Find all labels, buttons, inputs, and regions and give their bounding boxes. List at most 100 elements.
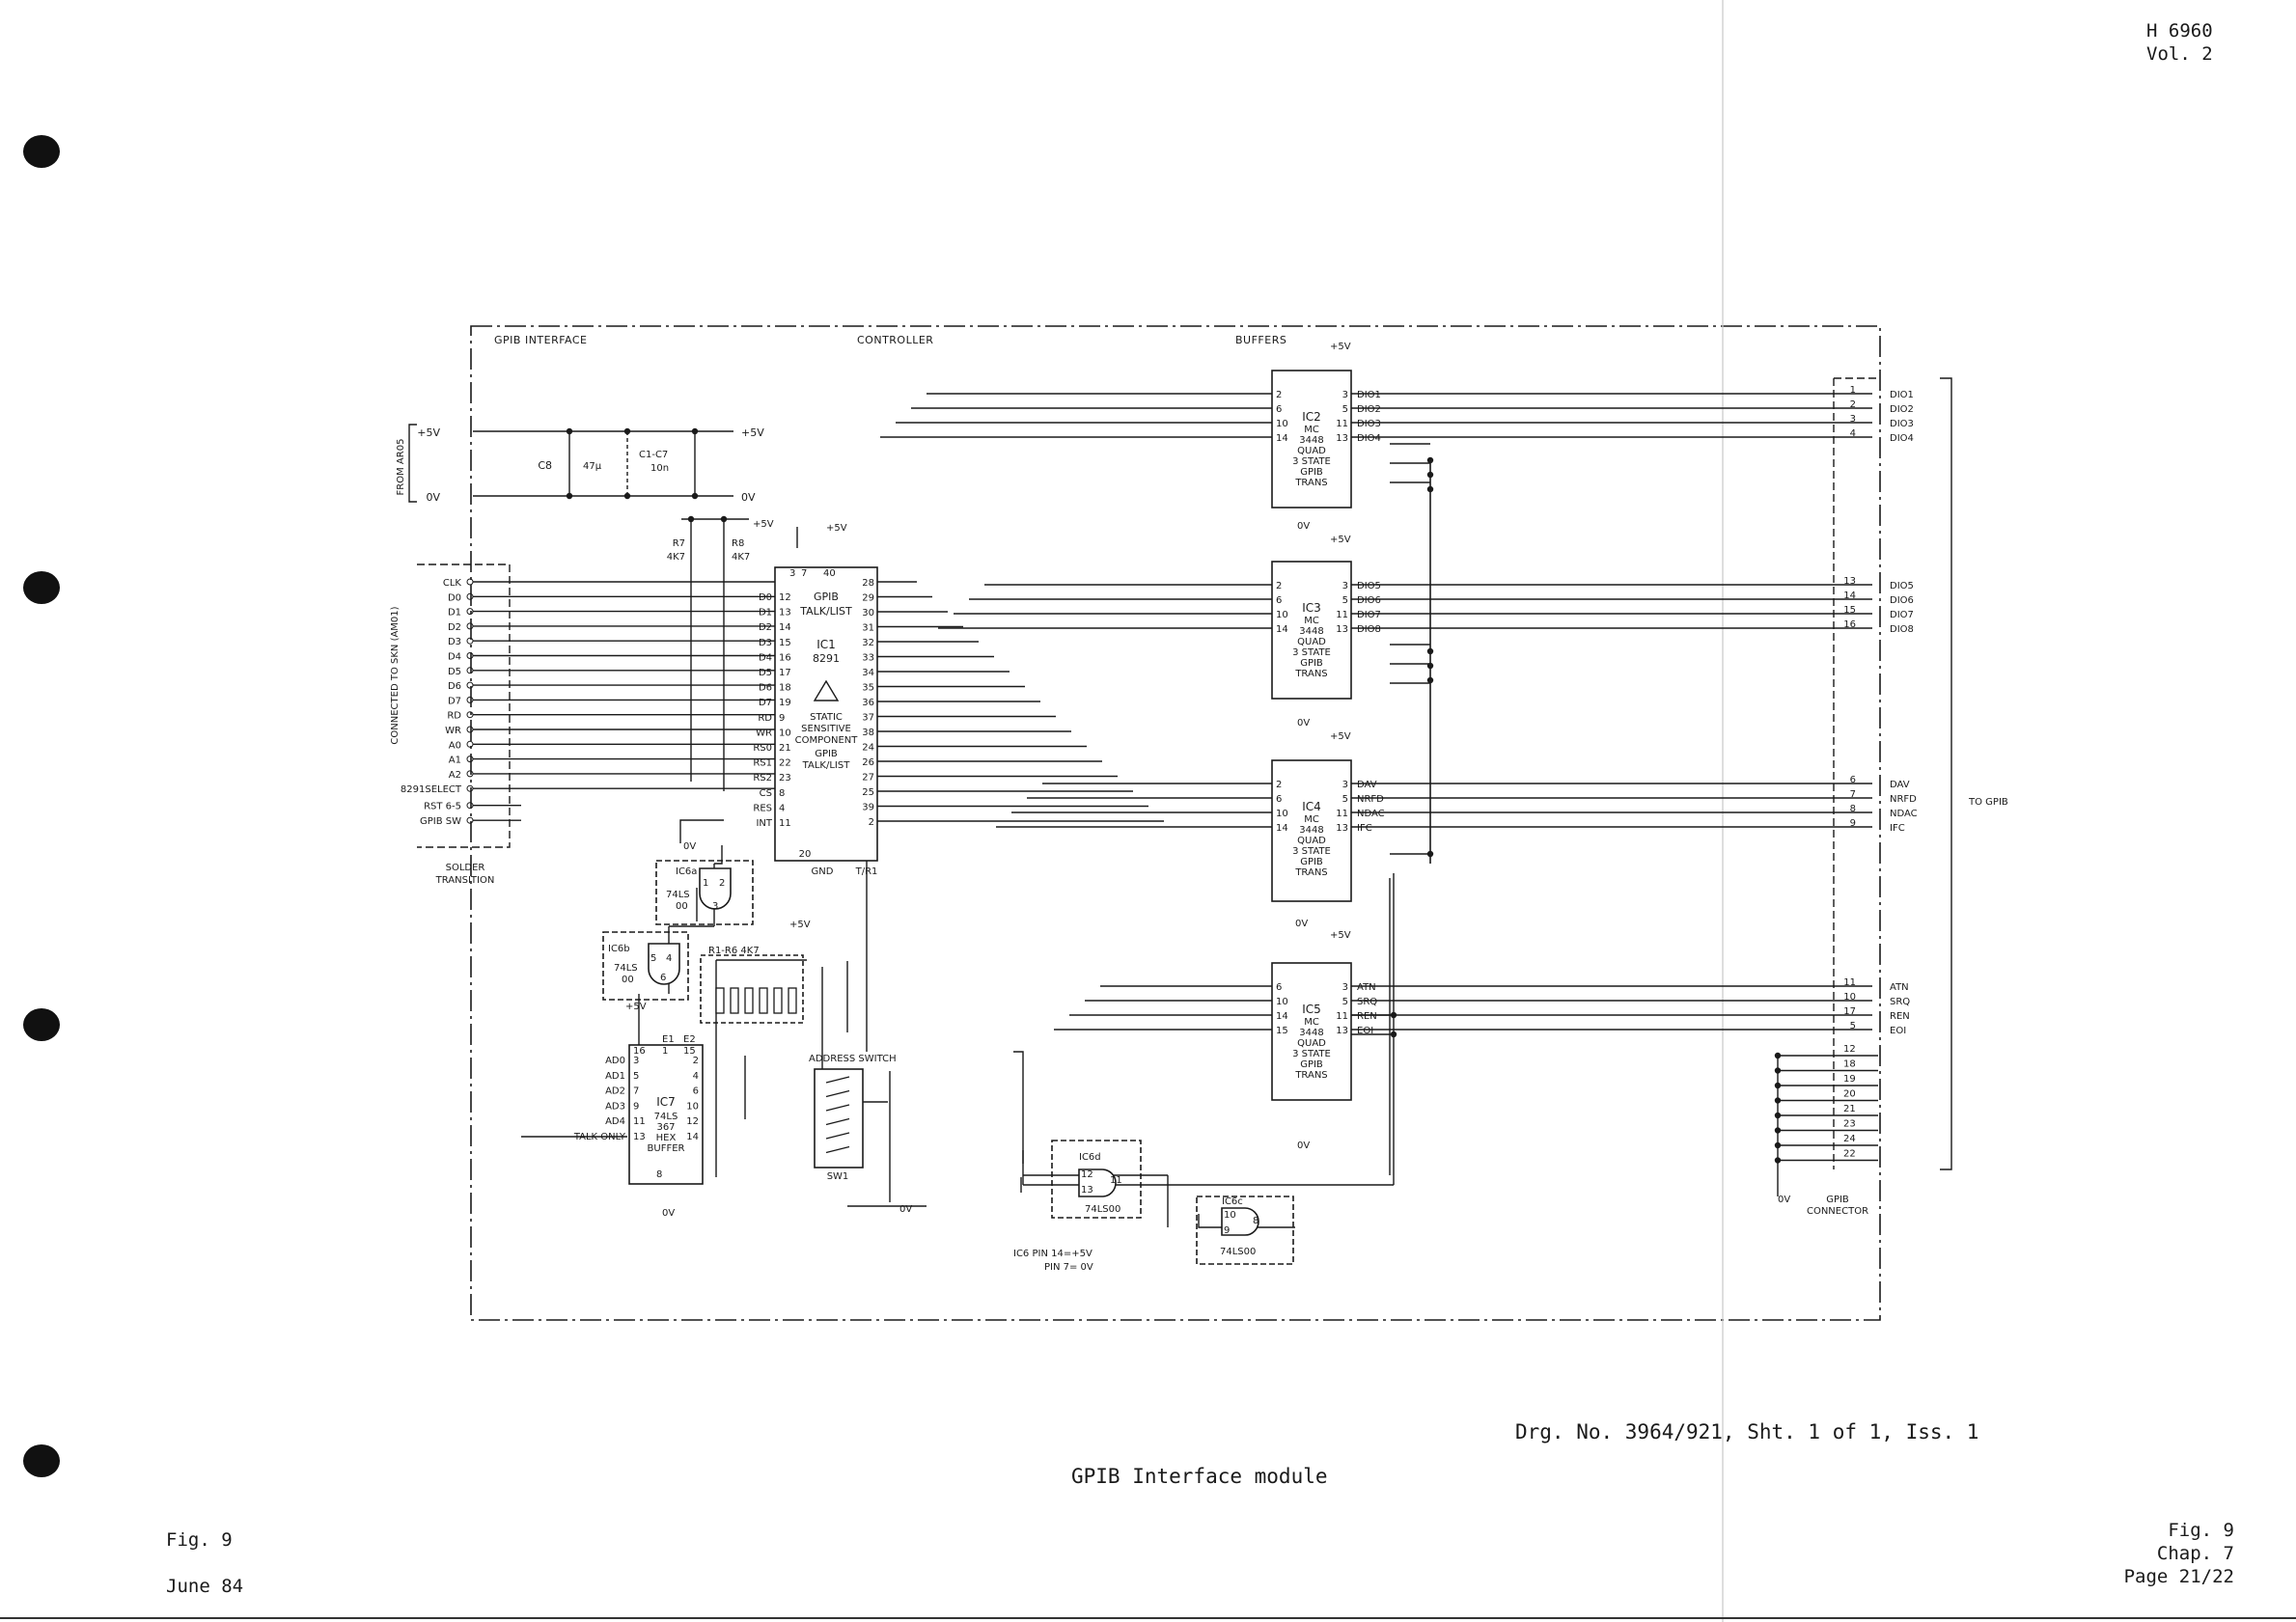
- footer-right: Fig. 9 Chap. 7 Page 21/22: [2124, 1519, 2234, 1588]
- buffer-out-pin: 11: [1336, 1011, 1348, 1022]
- buffer-part: 3448: [1299, 1028, 1323, 1038]
- buffer-mc: MC: [1304, 1017, 1319, 1028]
- r8-label: R8: [732, 538, 744, 549]
- buffer-out-pin: 11: [1336, 809, 1348, 819]
- ground-0v-label: 0V: [1297, 521, 1310, 532]
- gpib-ground-pin: 22: [1843, 1149, 1856, 1160]
- ic1-pin-number: 19: [779, 698, 791, 708]
- buffer-out-signal: DIO8: [1357, 624, 1381, 635]
- footer-right-page: Page 21/22: [2123, 1566, 2234, 1587]
- ic6c-pin: 10: [1224, 1210, 1236, 1221]
- ic7-buffer: BUFFER: [648, 1143, 685, 1154]
- buffer-3state: 3 STATE: [1292, 1049, 1331, 1059]
- ic6b-part2: 00: [622, 975, 634, 985]
- buffer-out-pin: 13: [1336, 823, 1348, 834]
- power-5v-left: +5V: [417, 426, 440, 439]
- ic1-pin-signal: RS1: [753, 758, 772, 769]
- ic1-pin20: 20: [799, 849, 812, 860]
- ic6c-pin: 8: [1253, 1216, 1259, 1226]
- buffer-ref: IC2: [1302, 410, 1321, 424]
- junction-dot: [1774, 1082, 1782, 1089]
- ground-0v-label: 0V: [662, 1208, 675, 1219]
- ic1-pin-signal: RS0: [753, 743, 772, 754]
- supply-5v-label: +5V: [1330, 342, 1351, 352]
- gpib-signal: REN: [1890, 1011, 1910, 1022]
- buffer-out-signal: NDAC: [1357, 809, 1385, 819]
- ic1-right-pin: 26: [862, 757, 874, 768]
- ic7-hex: HEX: [656, 1133, 677, 1143]
- footer-right-fig: Fig. 9: [2168, 1520, 2234, 1541]
- junction-dot: [691, 427, 699, 435]
- buffer-in-pin: 15: [1276, 1026, 1288, 1036]
- ic1-box2: TALK/LIST: [802, 760, 851, 771]
- ic1-static1: STATIC: [810, 712, 843, 723]
- address-switch-title: ADDRESS SWITCH: [809, 1054, 897, 1064]
- buffer-in-pin: 10: [1276, 419, 1288, 429]
- ic7-e1: E1: [662, 1034, 675, 1045]
- ic6b-pin: 4: [666, 953, 672, 964]
- buffer-trans: TRANS: [1294, 478, 1327, 488]
- buffer-out-pin: 11: [1336, 419, 1348, 429]
- connector-pin: [466, 696, 474, 703]
- ic1-right-pin: 33: [862, 653, 874, 664]
- buffer-gpib: GPIB: [1300, 658, 1323, 669]
- ic7-ref: IC7: [656, 1095, 676, 1109]
- ic7-in-pin: 3: [633, 1056, 639, 1066]
- buffer-out-pin: 11: [1336, 610, 1348, 620]
- gpib-pin-number: 2: [1850, 399, 1856, 410]
- section-controller: CONTROLLER: [857, 334, 933, 346]
- static-warning-icon: [813, 679, 840, 701]
- buffer-out-pin: 5: [1342, 997, 1348, 1007]
- connector-pin: [466, 711, 474, 719]
- ic1-ref: IC1: [816, 638, 836, 651]
- ground-0v-label: 0V: [899, 1204, 912, 1215]
- ic1-pin-signal: D6: [759, 683, 772, 694]
- resistor: [788, 987, 797, 1014]
- ic6a-part1: 74LS: [666, 890, 690, 900]
- ic1-top-pin: 40: [823, 568, 836, 579]
- buffer-quad: QUAD: [1297, 836, 1326, 846]
- gpib-signal: DIO3: [1890, 419, 1914, 429]
- r7-value: 4K7: [667, 552, 685, 563]
- buffer-gpib: GPIB: [1300, 857, 1323, 867]
- junction-dot: [1426, 647, 1434, 655]
- connector-pin: [466, 592, 474, 600]
- junction-dot: [1426, 456, 1434, 464]
- footer-fig: Fig. 9: [166, 1529, 233, 1551]
- ic7-input-signal: AD0: [605, 1056, 625, 1066]
- buffer-out-pin: 3: [1342, 982, 1348, 993]
- buffer-trans: TRANS: [1294, 669, 1327, 679]
- ic1-tr1: T/R1: [855, 866, 878, 877]
- gpib-ground-pin: 24: [1843, 1134, 1856, 1144]
- buffer-out-signal: DIO1: [1357, 390, 1381, 400]
- gpib-signal: NDAC: [1890, 809, 1918, 819]
- ic1-pin-signal: D4: [759, 652, 772, 663]
- buffer-part: 3448: [1299, 825, 1323, 836]
- left-connector-signal: RST 6-5: [424, 802, 461, 812]
- ic1-top-pin: 3: [789, 568, 795, 579]
- junction-dot: [1390, 1011, 1397, 1019]
- buffer-mc: MC: [1304, 616, 1319, 626]
- left-connector-signal: A0: [449, 740, 461, 751]
- ic1-pin-number: 17: [779, 668, 791, 678]
- ic1-pin-number: 18: [779, 683, 791, 694]
- buffer-trans: TRANS: [1294, 867, 1327, 878]
- ic1-pin-number: 11: [779, 818, 791, 829]
- ic1-part: 8291: [813, 652, 840, 665]
- junction-dot: [1774, 1052, 1782, 1059]
- gpib-pin-number: 15: [1843, 605, 1856, 616]
- gpib-signal: DIO4: [1890, 433, 1914, 444]
- junction-dot: [623, 492, 631, 500]
- switch-contact: [825, 1132, 850, 1140]
- power-0v-left: 0V: [426, 491, 440, 504]
- gpib-signal: DIO6: [1890, 595, 1914, 606]
- ic1-right-pin: 37: [862, 713, 874, 724]
- ic6b-pin: 5: [650, 953, 656, 964]
- left-connector-signal: D4: [448, 652, 461, 663]
- sheet-number: H 6960: [2146, 20, 2213, 41]
- buffer-in-pin: 10: [1276, 809, 1288, 819]
- resistor: [715, 987, 725, 1014]
- buffer-quad: QUAD: [1297, 446, 1326, 456]
- buffer-out-signal: DIO6: [1357, 595, 1381, 606]
